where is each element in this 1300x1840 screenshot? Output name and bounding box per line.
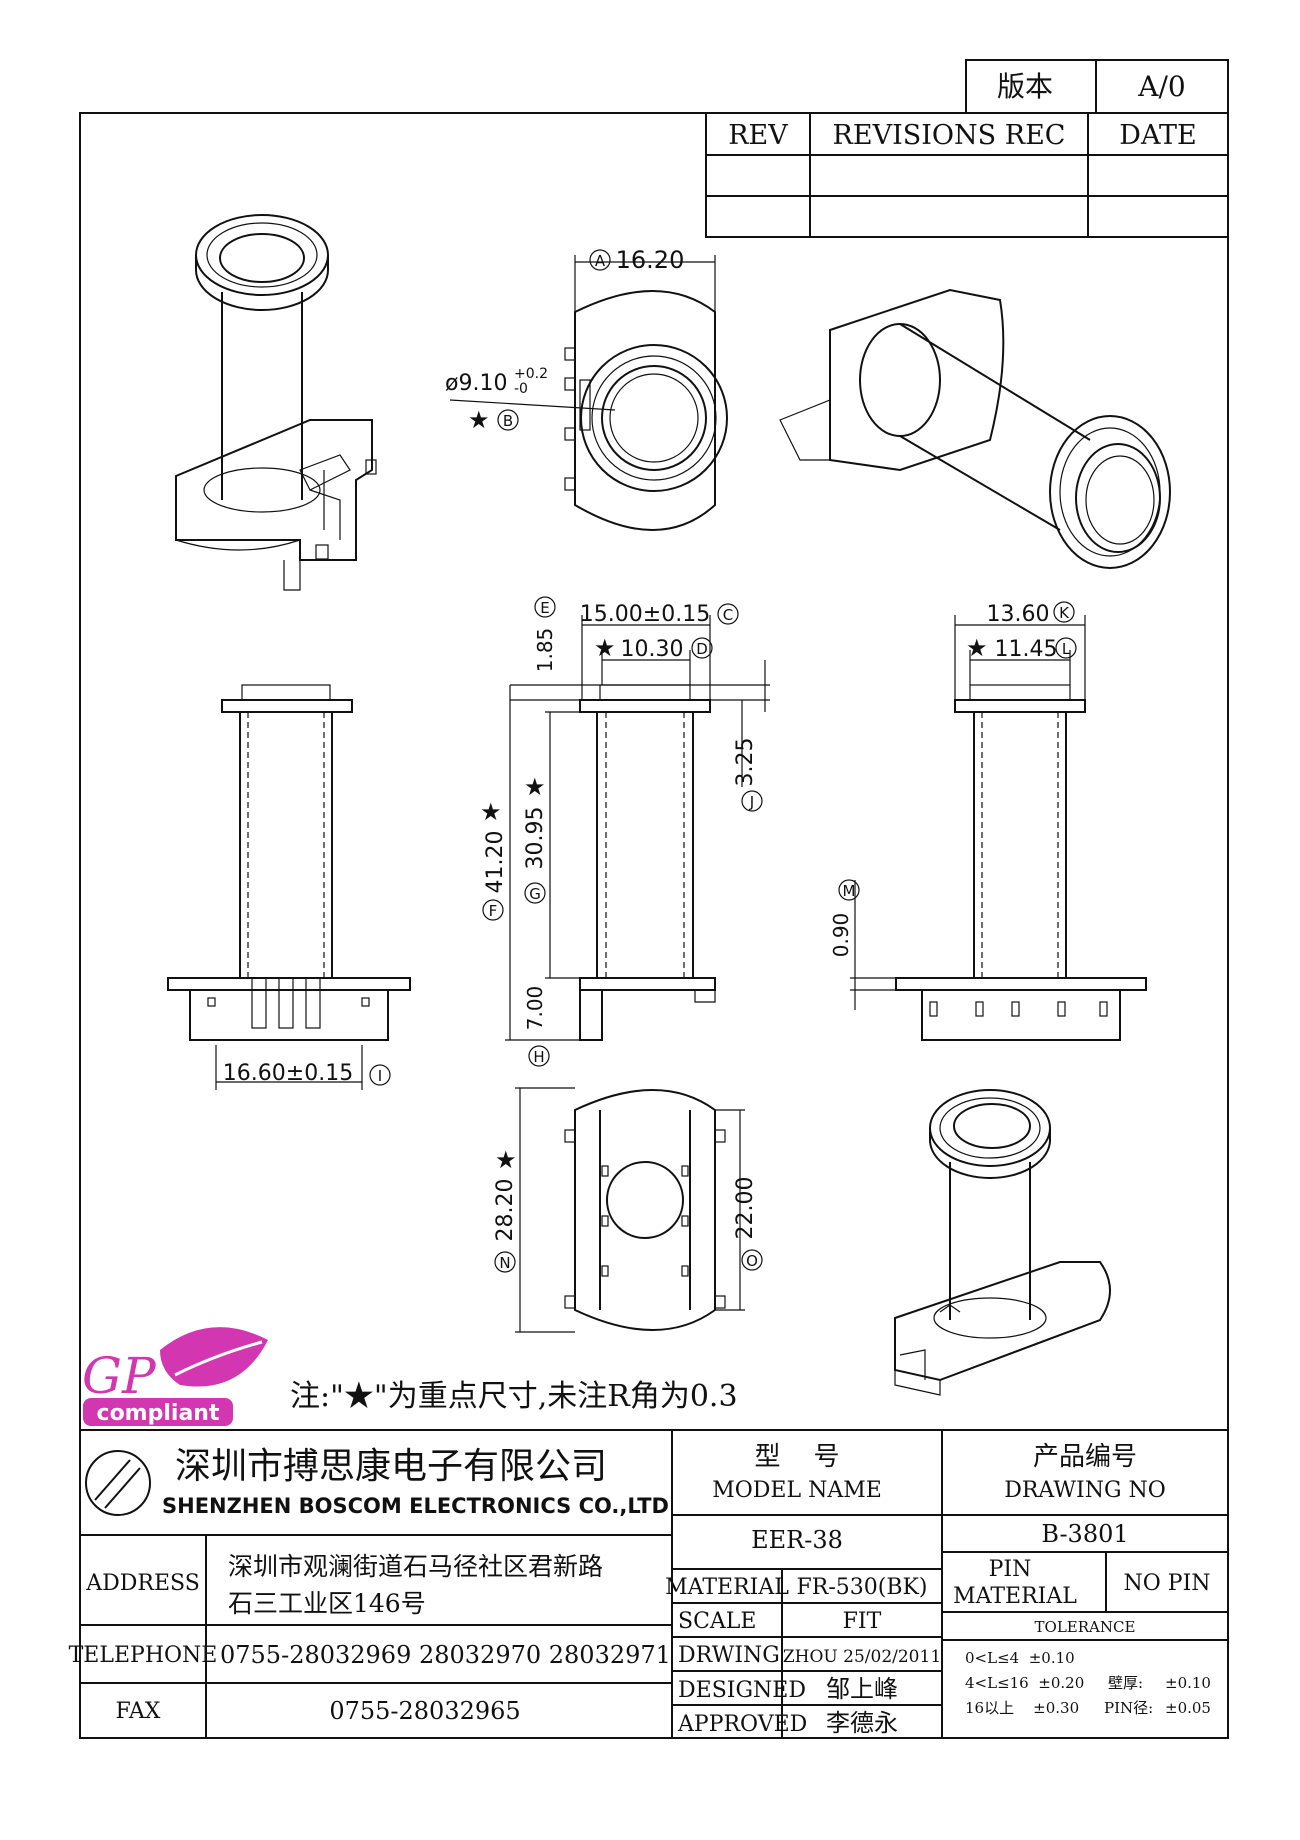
- dim-b-main: ø9.10: [445, 371, 507, 396]
- front-view-left: 16.60±0.15 I: [167, 684, 411, 1090]
- tol-row2: 4<L≤16 ±0.20: [965, 1674, 1084, 1692]
- pin-label: PIN: [989, 1557, 1032, 1582]
- dim-l: 11.45: [995, 637, 1058, 662]
- pin-value: NO PIN: [1123, 1571, 1210, 1596]
- approved-label: APPROVED: [677, 1712, 807, 1737]
- title-block: [80, 1429, 1228, 1738]
- star-n: ★: [495, 1146, 517, 1174]
- circle-label-l: L: [1062, 640, 1071, 658]
- approved-value: 李德永: [826, 1709, 898, 1737]
- drawing-label-en: DRAWING NO: [1004, 1478, 1166, 1503]
- date-header: DATE: [1119, 120, 1196, 151]
- dim-e: 1.85: [533, 628, 557, 673]
- iso-view-top-left: [175, 214, 377, 591]
- dim-j: 3.25: [733, 738, 758, 787]
- address-label: ADDRESS: [85, 1571, 200, 1596]
- model-label-en: MODEL NAME: [712, 1478, 882, 1503]
- iso-view-top-right: [779, 288, 1171, 569]
- revision-table: REV REVISIONS REC DATE: [705, 112, 1229, 238]
- dim-a: 16.20: [616, 246, 685, 274]
- side-view-right: 13.60 K ★ 11.45 L M 0.90: [829, 601, 1147, 1041]
- bottom-view: ★ 28.20 N 22.00 O: [493, 1087, 763, 1333]
- dim-f: 41.20: [483, 831, 508, 894]
- note-text: 注:"★"为重点尺寸,未注R角为0.3: [290, 1379, 738, 1414]
- circle-label-g: G: [529, 885, 541, 903]
- circle-label-k: K: [1059, 604, 1070, 622]
- dim-b-tol-minus: -0: [514, 381, 528, 397]
- circle-label-f: F: [489, 902, 498, 920]
- drwing-label: DRWING: [678, 1643, 780, 1668]
- dim-d: 10.30: [621, 637, 684, 662]
- dim-g: 30.95: [523, 807, 548, 870]
- circle-label-e: E: [540, 599, 549, 617]
- designed-value: 邹上峰: [826, 1675, 898, 1703]
- drawing-value: B-3801: [1041, 1520, 1128, 1548]
- circle-label-m: M: [843, 882, 856, 900]
- logo-compliant: compliant: [97, 1401, 220, 1426]
- circle-label-o: O: [746, 1252, 758, 1270]
- material-value: FR-530(BK): [796, 1575, 927, 1600]
- tol-row3: 16以上 ±0.30: [965, 1699, 1079, 1717]
- circle-label-h: H: [533, 1048, 544, 1066]
- rev-header: REV: [728, 120, 788, 151]
- scale-value: FIT: [843, 1609, 882, 1634]
- dim-n: 28.20: [493, 1179, 518, 1242]
- star-f: ★: [480, 798, 502, 826]
- telephone-value: 0755-28032969 28032970 28032971: [220, 1641, 671, 1669]
- dim-h: 7.00: [523, 986, 547, 1031]
- pin-dia-value: ±0.05: [1165, 1699, 1211, 1717]
- scale-label: SCALE: [678, 1609, 756, 1634]
- circle-label-i: I: [378, 1067, 382, 1085]
- star-l: ★: [966, 634, 988, 662]
- revisions-header: REVISIONS REC: [833, 120, 1066, 151]
- company-name-en: SHENZHEN BOSCOM ELECTRONICS CO.,LTD: [162, 1494, 669, 1518]
- logo-gp: GP: [82, 1347, 157, 1405]
- company-name-cn: 深圳市搏思康电子有限公司: [175, 1446, 607, 1487]
- address-line2: 石三工业区146号: [228, 1589, 426, 1618]
- dim-c: 15.00±0.15: [580, 602, 710, 627]
- tolerance-label: TOLERANCE: [1035, 1618, 1136, 1636]
- star-b: ★: [468, 406, 490, 434]
- dim-m: 0.90: [829, 913, 853, 958]
- pin-dia-label: PIN径:: [1104, 1699, 1153, 1717]
- circle-label-c: C: [723, 606, 733, 624]
- dim-k: 13.60: [987, 602, 1050, 627]
- star-d: ★: [594, 634, 616, 662]
- fax-label: FAX: [116, 1699, 161, 1724]
- wall-label: 壁厚:: [1108, 1674, 1143, 1692]
- tol-row1: 0<L≤4 ±0.10: [965, 1649, 1075, 1667]
- version-label: 版本: [997, 70, 1053, 103]
- model-value: EER-38: [751, 1526, 843, 1554]
- wall-value: ±0.10: [1165, 1674, 1211, 1692]
- telephone-label: TELEPHONE: [69, 1643, 218, 1668]
- fax-value: 0755-28032965: [329, 1697, 520, 1725]
- circle-label-b: B: [503, 412, 513, 430]
- drwing-value: ZHOU 25/02/2011: [783, 1647, 941, 1667]
- pin-material-label: MATERIAL: [953, 1584, 1077, 1609]
- side-view-center: 15.00±0.15 C ★ 10.30 D E 1.85 ★ 41.20 F …: [480, 596, 770, 1067]
- top-view: A 16.20 ø9.10 +0.2 -0 ★ B: [445, 246, 728, 531]
- drawing-label-cn: 产品编号: [1033, 1442, 1137, 1472]
- dim-i: 16.60±0.15: [223, 1061, 353, 1086]
- iso-view-bottom-right: [894, 1089, 1111, 1396]
- version-block: 版本 A/0: [965, 59, 1229, 114]
- circle-label-j: J: [749, 793, 754, 811]
- drawing-border: [79, 112, 1229, 1739]
- dim-b-tol-plus: +0.2: [514, 366, 548, 382]
- version-value: A/0: [1137, 70, 1185, 103]
- boscom-logo-icon: [85, 1450, 151, 1516]
- dim-o: 22.00: [733, 1177, 758, 1240]
- model-label-cn: 型 号: [754, 1442, 839, 1472]
- circle-label-a: A: [595, 252, 606, 270]
- star-g: ★: [524, 773, 546, 801]
- gp-compliant-logo: GP compliant: [82, 1327, 268, 1426]
- designed-label: DESIGNED: [678, 1678, 806, 1703]
- material-label: MATERIAL: [665, 1575, 789, 1600]
- circle-label-n: N: [499, 1254, 510, 1272]
- circle-label-d: D: [696, 640, 708, 658]
- address-line1: 深圳市观澜街道石马径社区君新路: [228, 1552, 603, 1581]
